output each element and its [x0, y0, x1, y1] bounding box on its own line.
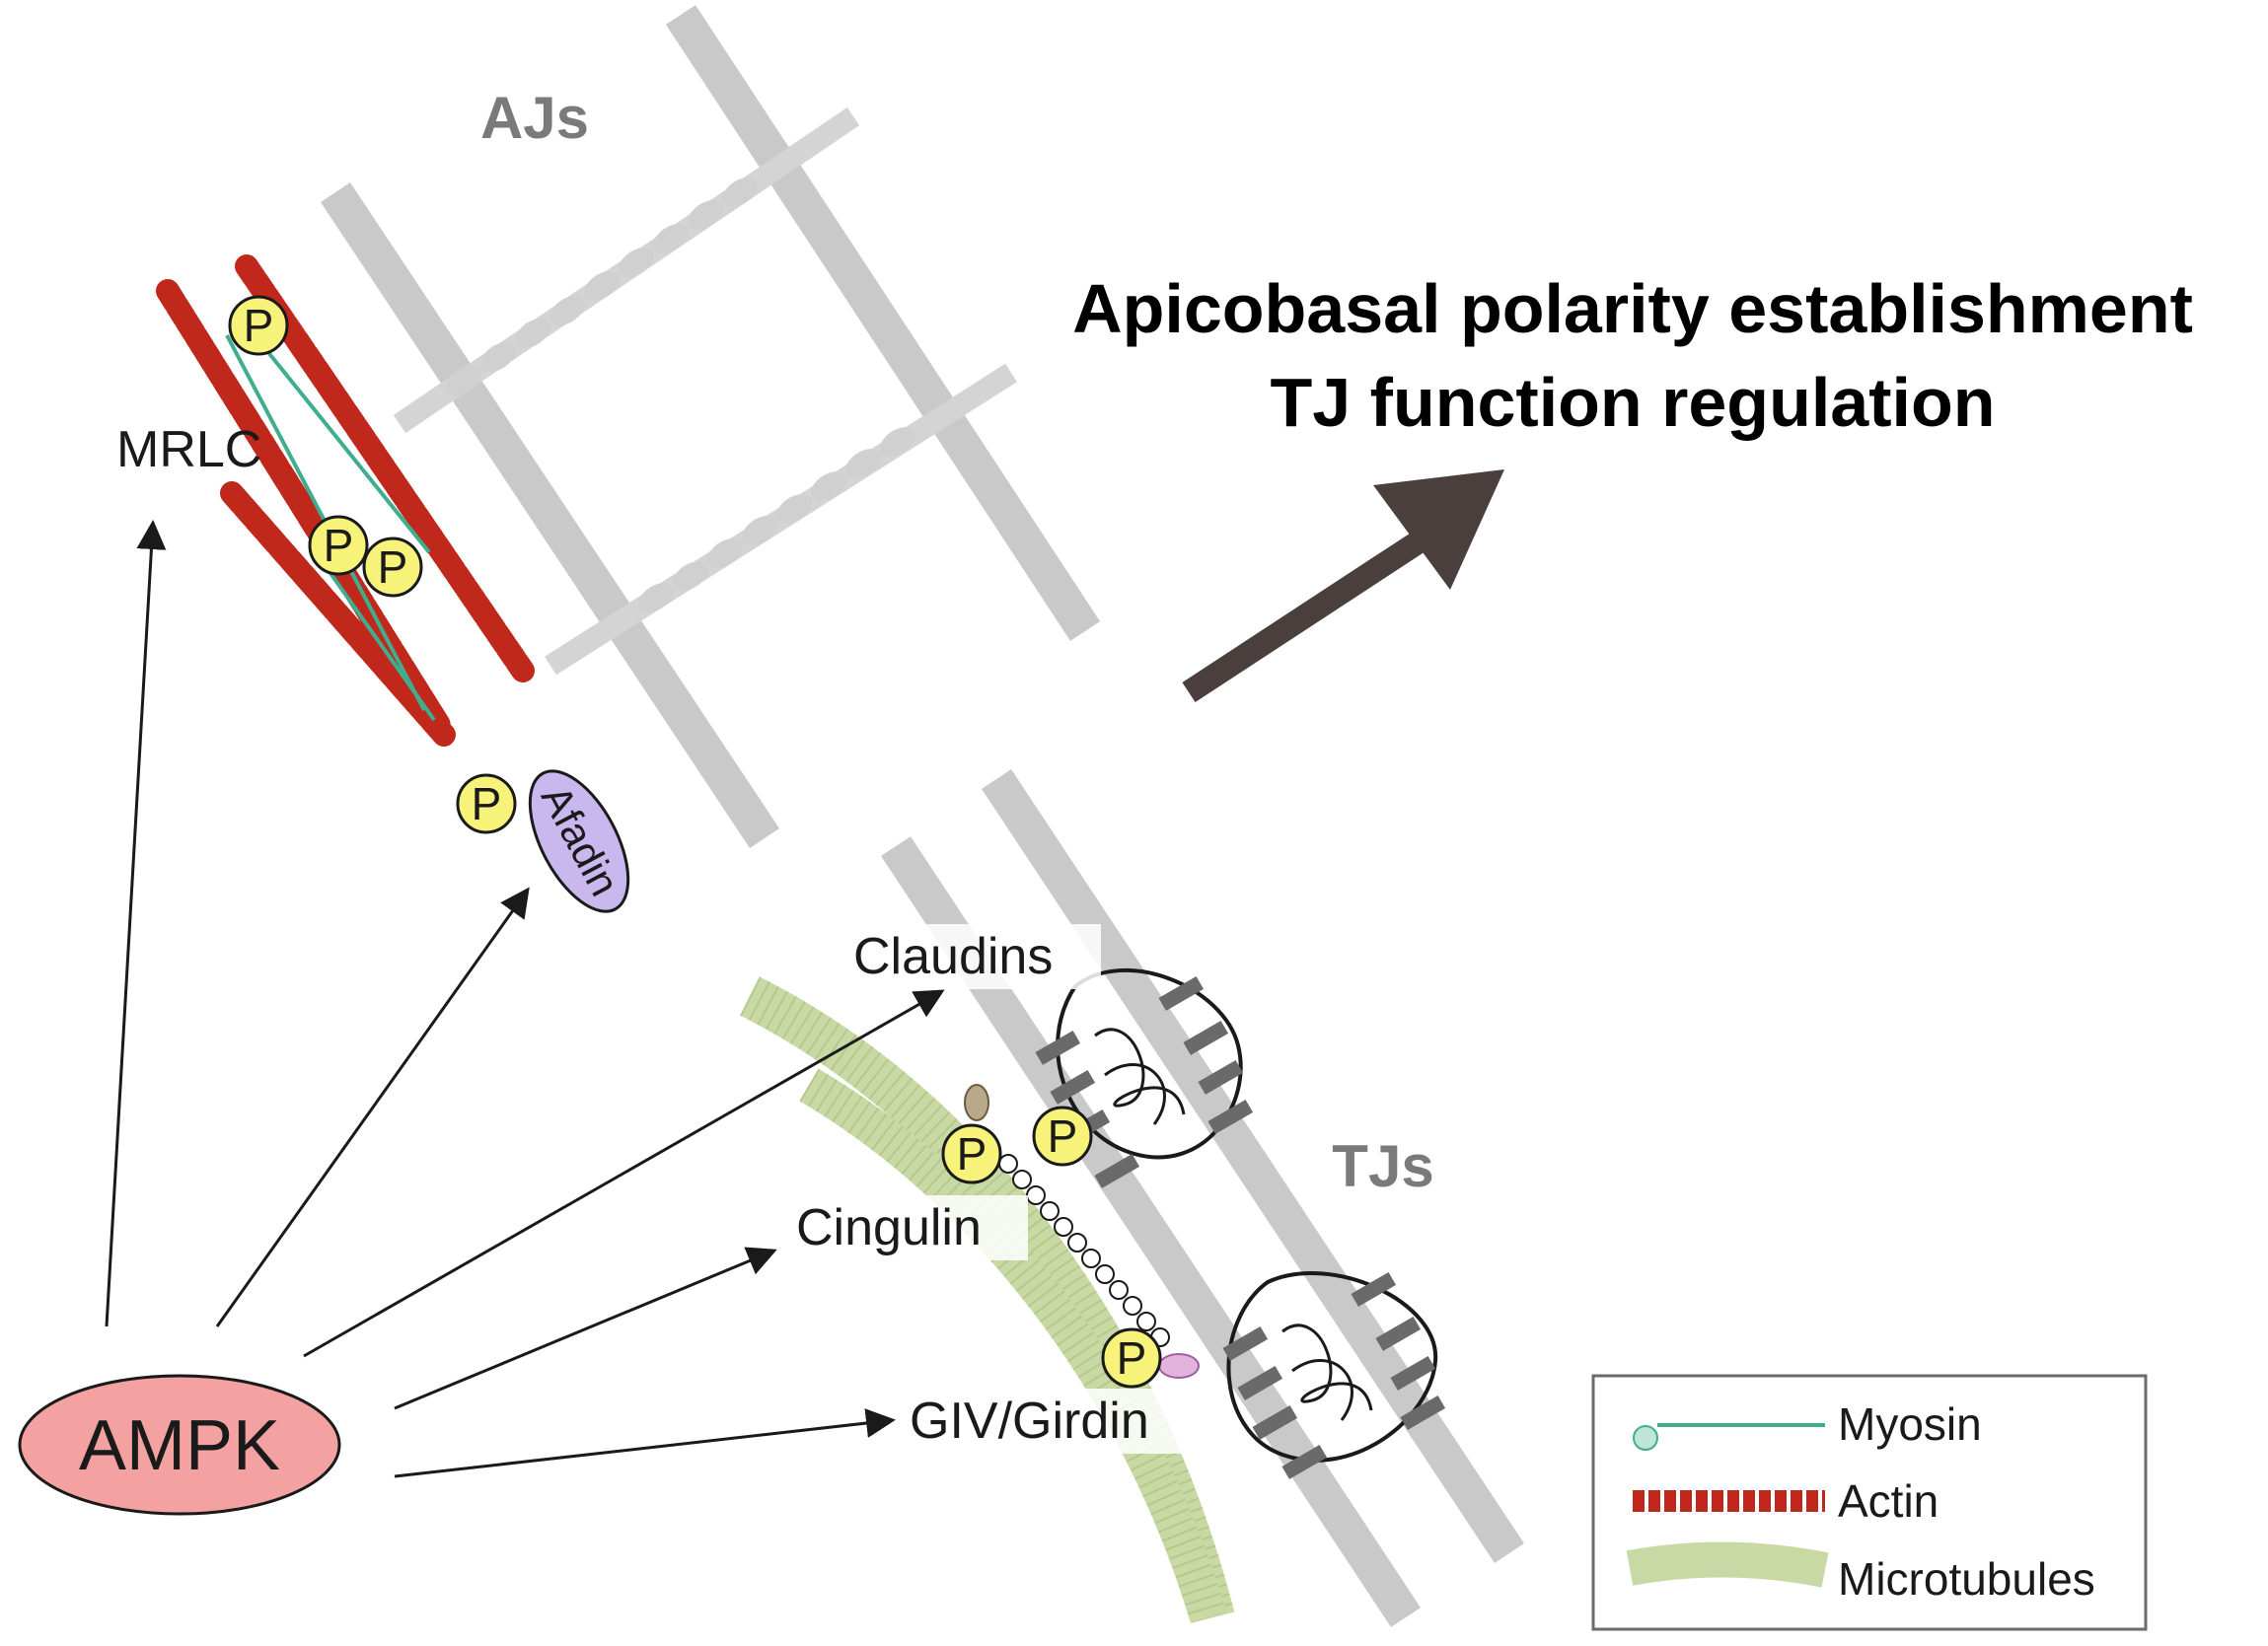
headline-line-1: Apicobasal polarity establishment: [1072, 270, 2193, 347]
svg-text:P: P: [378, 541, 408, 593]
ampk-node: [18, 1374, 341, 1516]
phospho-claudin: P: [1032, 1106, 1093, 1167]
aj-membranes: [321, 5, 1101, 848]
tj-membrane-right: [981, 769, 1525, 1563]
actin-filaments: [156, 254, 535, 747]
legend-microtubules-swatch: [1626, 1541, 1829, 1588]
legend-myosin-label: Myosin: [1838, 1398, 1982, 1450]
ampk-arrows: [105, 520, 945, 1478]
region-ajs-label: AJs: [480, 85, 589, 151]
svg-text:P: P: [472, 778, 502, 829]
ampk-label: AMPK: [79, 1406, 280, 1485]
phospho-mrlc-2: P: [308, 515, 369, 576]
arrow-to-claudins: [303, 989, 945, 1358]
svg-text:P: P: [1117, 1332, 1147, 1384]
aj-membrane-right: [665, 5, 1101, 641]
phospho-afadin: P: [456, 773, 517, 834]
arrow-to-afadin: [215, 887, 530, 1327]
aj-membrane-left: [321, 182, 779, 848]
claudins-label: Claudins: [853, 928, 1053, 985]
svg-text:P: P: [1048, 1110, 1078, 1162]
giv-label-group: GIV/Girdin: [903, 1389, 1201, 1454]
arrow-to-giv: [394, 1408, 896, 1478]
phospho-cingulin: P: [941, 1123, 1002, 1184]
phospho-mrlc-3: P: [362, 537, 423, 598]
legend-actin-label: Actin: [1838, 1475, 1939, 1527]
cingulin-head: [964, 1084, 989, 1121]
afadin-node: [528, 769, 630, 913]
actin-filament-2: [235, 254, 535, 682]
cadherin-beads-upper: [446, 178, 758, 395]
cadherin-beads-lower: [637, 427, 916, 612]
cingulin-label-group: Cingulin: [789, 1195, 1028, 1260]
cingulin-chain: [998, 1154, 1170, 1347]
legend-microtubules-label: Microtubules: [1838, 1553, 2095, 1605]
svg-text:P: P: [957, 1128, 988, 1180]
legend-myosin-swatch: [1633, 1423, 1825, 1451]
giv-head: [1158, 1353, 1200, 1379]
arrow-to-mrlc: [105, 520, 167, 1327]
arrow-to-cingulin: [394, 1247, 777, 1410]
actin-filament-3: [220, 481, 456, 747]
outcome-arrow: [1182, 469, 1504, 703]
mrlc-label: MRLC: [116, 421, 261, 478]
cingulin-label: Cingulin: [796, 1199, 982, 1256]
legend: Myosin Actin Microtubules: [1591, 1374, 2148, 1631]
claudin-complex-upper: [1035, 968, 1254, 1188]
phospho-giv: P: [1101, 1327, 1162, 1389]
headline-line-2: TJ function regulation: [1271, 364, 1996, 441]
svg-text:P: P: [324, 520, 354, 571]
claudin-complex-lower: [1222, 1271, 1446, 1479]
claudins-label-group: Claudins: [846, 924, 1101, 989]
svg-text:P: P: [244, 300, 274, 351]
region-tjs-label: TJs: [1332, 1133, 1433, 1199]
phospho-mrlc-1: P: [228, 295, 289, 356]
phospho-marks: P P P P P P P: [228, 295, 1162, 1389]
giv-label: GIV/Girdin: [910, 1393, 1149, 1450]
